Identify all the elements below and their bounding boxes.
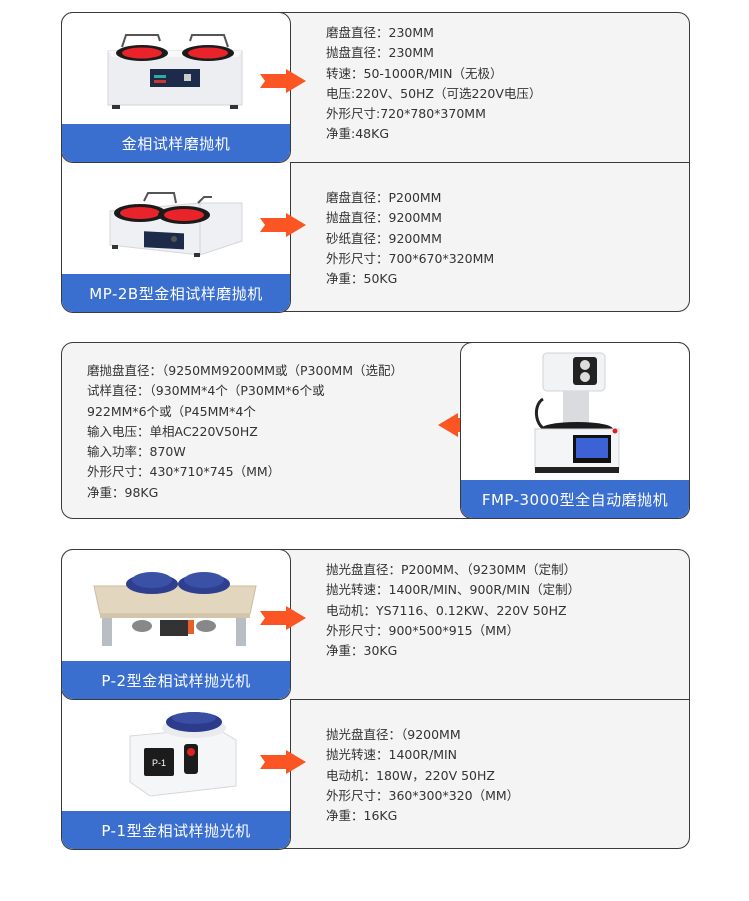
spec-line: 砂纸直径：9200MM: [326, 230, 442, 246]
spec-list: 抛光盘直径：P200MM、（9230MM（定制） 抛光转速：1400R/MIN、…: [326, 560, 580, 661]
product-name-label: FMP-3000型全自动磨抛机: [461, 480, 689, 518]
spec-line: 抛盘直径：9200MM: [326, 210, 442, 226]
product-row: P-1 P-1型金相试样抛光机 抛光盘直径：（9200MM 抛光转速：1400R…: [61, 700, 689, 850]
spec-line: 抛光转速：1400R/MIN: [326, 747, 458, 763]
arrow-right-icon: [260, 750, 306, 774]
spec-line: 净重：50KG: [326, 271, 398, 287]
grinder-polisher-illustration: [107, 34, 243, 109]
spec-line: 净重：30KG: [326, 643, 398, 659]
arrow-right-icon: [260, 69, 306, 93]
product-image-panel[interactable]: 金相试样磨抛机: [61, 12, 291, 163]
product-image: [461, 343, 689, 480]
product-row: MP-2B型金相试样磨抛机 磨盘直径：P200MM 抛盘直径：9200MM 砂纸…: [61, 163, 689, 313]
spec-line: 外形尺寸：700*670*320MM: [326, 250, 495, 266]
spec-line: 转速：50-1000R/MIN（无极）: [326, 65, 503, 81]
spec-line: 输入功率：870W: [87, 444, 186, 460]
spec-list: 磨盘直径：P200MM 抛盘直径：9200MM 砂纸直径：9200MM 外形尺寸…: [326, 188, 494, 289]
product-row: 金相试样磨抛机 磨盘直径：230MM 抛盘直径：230MM 转速：50-1000…: [61, 12, 689, 163]
spec-line: 922MM*6个或（P45MM*4个: [87, 403, 256, 419]
svg-text:P-1: P-1: [152, 758, 166, 768]
product-image: [62, 13, 290, 124]
spec-list: 磨抛盘直径：（9250MM9200MM或（P300MM（选配） 试样直径：（93…: [87, 361, 403, 503]
product-group-auto-grinder: 磨抛盘直径：（9250MM9200MM或（P300MM（选配） 试样直径：（93…: [61, 342, 690, 519]
spec-list: 抛光盘直径：（9200MM 抛光转速：1400R/MIN 电动机：180W，22…: [326, 725, 519, 826]
product-name-label: P-1型金相试样抛光机: [62, 811, 290, 849]
spec-line: 外形尺寸:720*780*370MM: [326, 106, 486, 122]
spec-line: 电动机：YS7116、0.12KW、220V 50HZ: [326, 602, 567, 618]
arrow-right-icon: [260, 213, 306, 237]
spec-line: 电动机：180W，220V 50HZ: [326, 767, 495, 783]
product-image-panel[interactable]: MP-2B型金相试样磨抛机: [61, 163, 291, 313]
spec-line: 抛光盘直径：P200MM、（9230MM（定制）: [326, 562, 577, 577]
product-image-panel[interactable]: P-2型金相试样抛光机: [61, 549, 291, 700]
product-name-label: P-2型金相试样抛光机: [62, 661, 290, 699]
spec-line: 磨盘直径：P200MM: [326, 190, 442, 205]
spec-line: 外形尺寸：360*300*320（MM）: [326, 787, 520, 803]
spec-line: 磨盘直径：230MM: [326, 25, 434, 40]
spec-line: 抛盘直径：230MM: [326, 45, 434, 61]
single-polisher-illustration: P-1: [129, 712, 237, 797]
product-group-grinding-polishers: 金相试样磨抛机 磨盘直径：230MM 抛盘直径：230MM 转速：50-1000…: [61, 12, 690, 313]
spec-line: 净重：98KG: [87, 484, 159, 500]
product-group-polishers: P-2型金相试样抛光机 抛光盘直径：P200MM、（9230MM（定制） 抛光转…: [61, 549, 690, 850]
spec-line: 试样直径：（930MM*4个（P30MM*6个或: [87, 383, 325, 399]
product-image-panel[interactable]: P-1 P-1型金相试样抛光机: [61, 700, 291, 850]
spec-line: 电压:220V、50HZ（可选220V电压）: [326, 85, 542, 101]
product-image-panel[interactable]: FMP-3000型全自动磨抛机: [460, 342, 690, 519]
row-divider: [290, 699, 689, 700]
spec-list: 磨盘直径：230MM 抛盘直径：230MM 转速：50-1000R/MIN（无极…: [326, 23, 541, 145]
spec-line: 磨抛盘直径：（9250MM9200MM或（P300MM（选配）: [87, 363, 403, 378]
product-image: [62, 550, 290, 661]
product-name-label: MP-2B型金相试样磨抛机: [62, 274, 290, 312]
double-polisher-illustration: [93, 572, 257, 646]
product-image: [62, 163, 290, 274]
auto-grinder-illustration: [534, 352, 620, 473]
spec-line: 输入电压：单相AC220V50HZ: [87, 423, 258, 439]
product-image: P-1: [62, 700, 290, 811]
spec-line: 净重:48KG: [326, 126, 390, 142]
spec-line: 抛光转速：1400R/MIN、900R/MIN（定制）: [326, 582, 581, 598]
row-divider: [290, 162, 689, 163]
spec-line: 外形尺寸：430*710*745（MM）: [87, 464, 281, 480]
spec-line: 外形尺寸：900*500*915（MM）: [326, 622, 520, 638]
spec-line: 抛光盘直径：（9200MM: [326, 727, 461, 742]
arrow-right-icon: [260, 606, 306, 630]
spec-line: 净重：16KG: [326, 808, 398, 824]
product-row: P-2型金相试样抛光机 抛光盘直径：P200MM、（9230MM（定制） 抛光转…: [61, 549, 689, 700]
product-name-label: 金相试样磨抛机: [62, 124, 290, 162]
grinder-polisher-illustration: [109, 192, 243, 257]
